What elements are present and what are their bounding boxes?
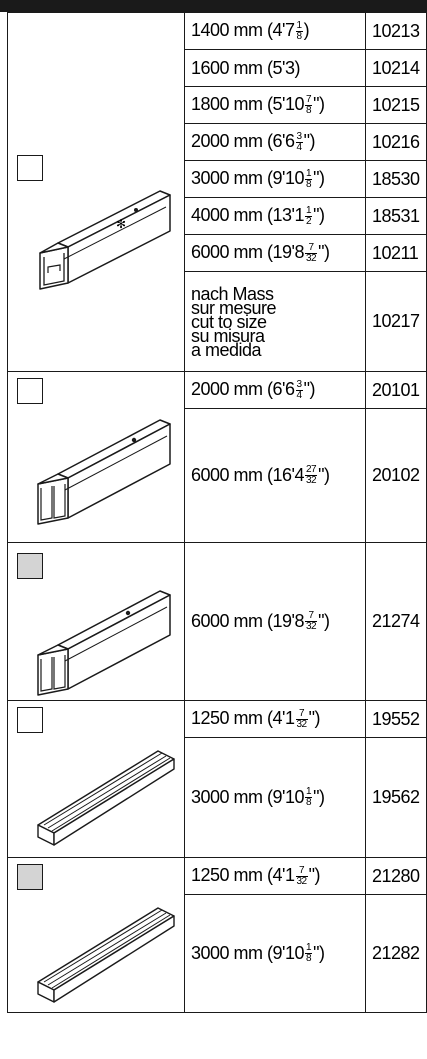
product-image-cell xyxy=(7,371,185,543)
floor-rail-profile-icon xyxy=(37,750,175,846)
double-track-profile-icon xyxy=(37,590,171,696)
select-checkbox[interactable] xyxy=(17,553,43,579)
svg-text:✻: ✻ xyxy=(116,217,126,231)
article-number: 10216 xyxy=(365,123,427,161)
article-number: 19552 xyxy=(365,700,427,738)
single-track-profile-icon: ✻ xyxy=(39,190,171,290)
article-number: 10215 xyxy=(365,86,427,124)
article-number: 21282 xyxy=(365,894,427,1013)
product-image-cell xyxy=(7,700,185,858)
custom-length-cell: nach Mass sur mesure cut to size su misu… xyxy=(184,271,366,372)
article-number: 18531 xyxy=(365,197,427,235)
article-number: 10214 xyxy=(365,49,427,87)
article-number: 18530 xyxy=(365,160,427,198)
select-checkbox[interactable] xyxy=(17,707,43,733)
article-number: 21274 xyxy=(365,542,427,701)
article-number: 19562 xyxy=(365,737,427,858)
product-image-cell: ✻ xyxy=(7,12,185,372)
product-image-cell xyxy=(7,857,185,1013)
product-image-cell xyxy=(7,542,185,701)
length-cell: 1600 mm (5'3) xyxy=(184,49,366,87)
article-number: 21280 xyxy=(365,857,427,895)
double-track-profile-icon xyxy=(37,419,171,525)
article-number: 10213 xyxy=(365,12,427,50)
article-number: 10217 xyxy=(365,271,427,372)
floor-rail-profile-icon xyxy=(37,907,175,1003)
header-bar xyxy=(0,0,427,12)
select-checkbox[interactable] xyxy=(17,155,43,181)
select-checkbox[interactable] xyxy=(17,864,43,890)
table-row: 1600 mm (5'3) 10214 xyxy=(8,49,427,87)
article-number: 10211 xyxy=(365,234,427,272)
select-checkbox[interactable] xyxy=(17,378,43,404)
article-number: 20102 xyxy=(365,408,427,543)
table-row: nach Mass sur mesure cut to size su misu… xyxy=(8,271,427,372)
article-number: 20101 xyxy=(365,371,427,409)
